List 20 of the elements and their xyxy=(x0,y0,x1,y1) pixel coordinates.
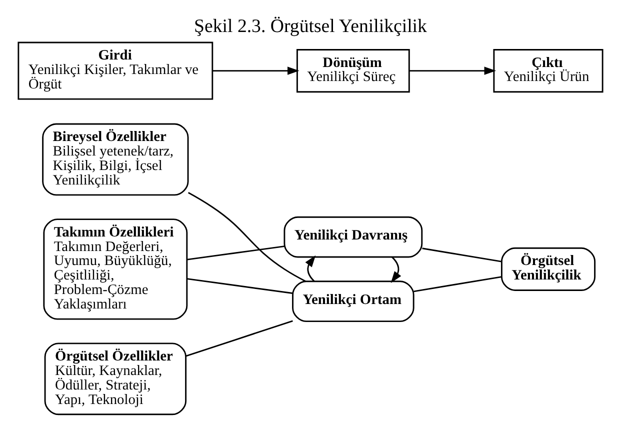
arrow xyxy=(212,66,299,75)
arrow xyxy=(304,255,316,282)
node-box: Dönüşüm Yenilikçi Süreç xyxy=(296,49,410,93)
node-box: Girdi Yenilikçi Kişiler, Takımlar ve Örgüt xyxy=(17,42,213,100)
node-box: Takımın Özellikleri Takımın Değerleri, Uyumu, Büyüklüğü, Çeşitliliği, Problem-Çözme Yaklaşımları xyxy=(42,218,188,320)
node-box: Yenilikçi Ortam xyxy=(292,280,414,322)
node-box: Çıktı Yenilikçi Ürün xyxy=(492,49,603,93)
connector xyxy=(186,246,284,260)
node-box: Yenilikçi Davranış xyxy=(283,216,422,258)
connector xyxy=(186,278,292,294)
diagram-title: Şekil 2.3. Örgütsel Yenilikçilik xyxy=(194,16,426,38)
connector xyxy=(422,248,502,262)
node-box: Bireysel Özellikler Bilişsel yetenek/tarz, Kişilik, Bilgi, İçsel Yenilikçilik xyxy=(42,123,188,196)
arrow xyxy=(390,256,401,283)
connector xyxy=(185,320,292,357)
arrow xyxy=(409,66,496,75)
connector xyxy=(187,192,306,282)
node-box: Örgütsel Özellikler Kültür, Kaynaklar, Ödüller, Strateji, Yapı, Teknoloji xyxy=(44,342,186,416)
connector xyxy=(413,276,502,292)
node-box: Örgütsel Yenilikçilik xyxy=(500,247,596,291)
